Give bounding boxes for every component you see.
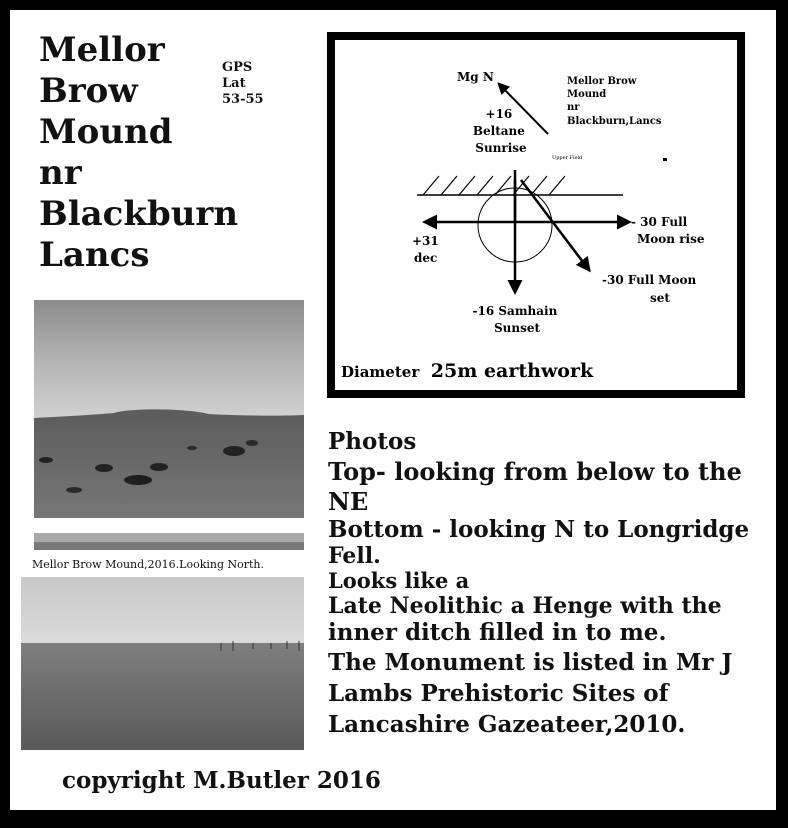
photo-strip <box>34 533 304 550</box>
site-line: Mellor Brow <box>567 76 637 87</box>
beltane-label: +16 Beltane Sunrise <box>473 107 529 155</box>
moonrise-line: - 30 Full <box>631 215 688 229</box>
north-label: Mg N <box>457 70 494 84</box>
note-line: Photos <box>328 428 417 455</box>
alignment-svg: Mg N Mellor Brow Mound nr Blackburn,Lanc… <box>341 70 705 382</box>
note-line: The Monument is listed in Mr J <box>328 649 733 676</box>
samhain-line: -16 Samhain <box>473 304 558 318</box>
samhain-label: -16 Samhain Sunset <box>473 304 562 335</box>
photo-bottom <box>21 577 304 750</box>
title-line: Mound <box>39 112 173 152</box>
moonset-line <box>520 179 591 273</box>
dot-mark <box>663 158 667 161</box>
title-line: Brow <box>39 71 138 111</box>
note-line: NE <box>328 487 369 516</box>
upper-field-label: Upper Field <box>552 155 583 161</box>
note-line: Top- looking from below to the <box>328 457 742 486</box>
gps-line: 53-55 <box>222 92 264 107</box>
site-line: nr <box>567 102 580 113</box>
moonset-line-text: set <box>650 291 670 305</box>
moonrise-label: - 30 Full Moon rise <box>631 215 705 246</box>
moonset-line-text: -30 Full Moon <box>602 273 696 287</box>
diameter-prefix: Diameter <box>341 363 420 381</box>
title-line: Lancs <box>39 235 150 275</box>
note-line: Fell. <box>328 543 381 569</box>
title-line: Mellor <box>39 30 165 70</box>
field-hatching <box>422 175 566 196</box>
north-arrow <box>497 82 549 135</box>
site-label: Mellor Brow Mound nr Blackburn,Lancs <box>567 76 662 127</box>
note-line: Lambs Prehistoric Sites of <box>328 680 669 707</box>
dec-label: +31 dec <box>412 234 443 265</box>
alignment-diagram: Mg N Mellor Brow Mound nr Blackburn,Lanc… <box>327 32 745 398</box>
beltane-line: Beltane <box>473 124 525 138</box>
gps-line: GPS <box>222 60 253 75</box>
dec-line: +31 <box>412 234 439 248</box>
note-line: Bottom - looking N to Longridge <box>328 516 750 543</box>
diameter-label: Diameter 25m earthwork <box>341 360 594 382</box>
diameter-value: 25m earthwork <box>431 360 594 382</box>
moonrise-line: Moon rise <box>637 232 705 246</box>
fence-posts <box>220 641 300 651</box>
title-line: nr <box>39 153 82 193</box>
site-line: Mound <box>567 89 606 100</box>
gps-label: GPS Lat 53-55 <box>222 60 264 108</box>
beltane-line: Sunrise <box>475 141 527 155</box>
notes: Photos Top- looking from below to the NE… <box>328 428 773 740</box>
beltane-line: +16 <box>486 107 513 121</box>
note-line: inner ditch filled in to me. <box>328 619 667 646</box>
note-line: Late Neolithic a Henge with the <box>328 593 722 619</box>
poster: Mellor Brow Mound nr Blackburn Lancs GPS… <box>10 10 776 810</box>
photo-caption: Mellor Brow Mound,2016.Looking North. <box>32 558 265 571</box>
note-line: Looks like a <box>328 568 470 593</box>
page-title: Mellor Brow Mound nr Blackburn Lancs <box>39 30 259 276</box>
dec-line: dec <box>414 251 437 265</box>
photo-top <box>34 300 304 518</box>
samhain-line: Sunset <box>494 321 541 335</box>
site-line: Blackburn,Lancs <box>567 116 662 127</box>
note-line: Lancashire Gazeateer,2010. <box>328 711 686 738</box>
gps-line: Lat <box>222 76 246 91</box>
moonset-label: -30 Full Moon set <box>602 273 700 305</box>
title-line: Blackburn <box>39 194 239 234</box>
copyright: copyright M.Butler 2016 <box>62 767 381 794</box>
